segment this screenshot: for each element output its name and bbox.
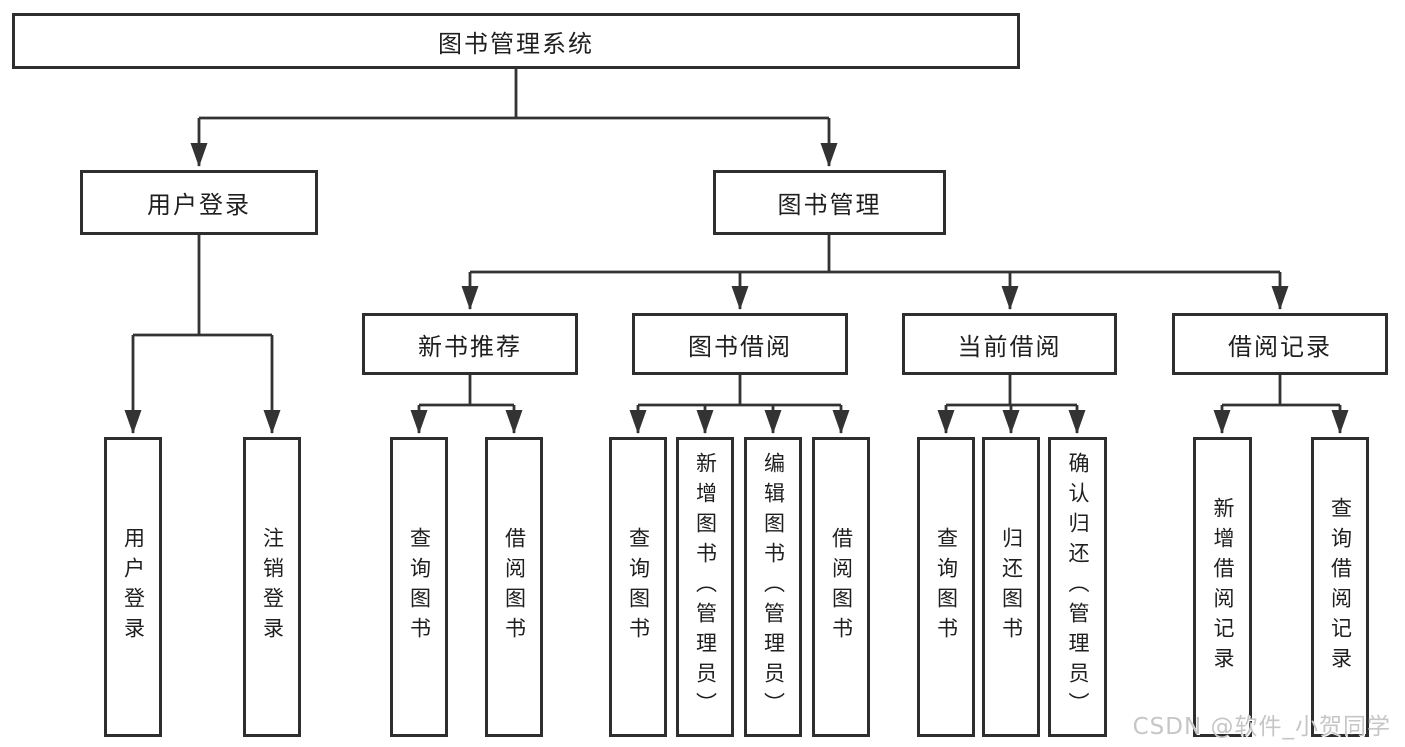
node-label: 查询借阅记录 [1328, 497, 1353, 677]
node-label: 图书借阅 [688, 332, 792, 361]
node-label: 当前借阅 [957, 332, 1062, 361]
node-borrow-books-recommend: 借阅图书 [485, 437, 543, 737]
node-add-books-admin: 新增图书（管理员） [676, 437, 734, 737]
node-label: 归还图书 [999, 527, 1024, 647]
node-query-books-current: 查询图书 [917, 437, 975, 737]
node-query-books-borrowing: 查询图书 [609, 437, 667, 737]
node-query-borrow-record: 查询借阅记录 [1311, 437, 1369, 737]
node-return-books: 归还图书 [982, 437, 1040, 737]
csdn-watermark: CSDN @软件_小贺同学 [1132, 714, 1391, 740]
node-label: 新增借阅记录 [1211, 497, 1235, 677]
node-label: 新增图书（管理员） [693, 452, 718, 722]
node-new-book-recommendation: 新书推荐 [362, 313, 578, 375]
node-logout: 注销登录 [243, 437, 301, 737]
node-label: 查询图书 [626, 527, 651, 647]
node-edit-books-admin: 编辑图书（管理员） [744, 437, 802, 737]
node-label: 用户登录 [147, 191, 251, 219]
node-label: 借阅记录 [1228, 332, 1332, 361]
node-label: 图书管理系统 [438, 29, 594, 58]
node-user-login: 用户登录 [80, 170, 318, 235]
node-book-management: 图书管理 [713, 170, 946, 235]
node-label: 借阅图书 [502, 527, 527, 647]
node-confirm-return-admin: 确认归还（管理员） [1048, 437, 1107, 737]
node-book-borrowing: 图书借阅 [632, 313, 848, 375]
node-label: 借阅图书 [829, 527, 854, 647]
node-current-borrowing: 当前借阅 [902, 313, 1117, 375]
node-label: 注销登录 [260, 527, 285, 647]
node-label: 新书推荐 [418, 332, 522, 361]
node-label: 确认归还（管理员） [1066, 452, 1090, 722]
node-label: 图书管理 [777, 191, 882, 219]
node-label: 编辑图书（管理员） [761, 452, 786, 722]
node-borrow-books: 借阅图书 [812, 437, 870, 737]
node-label: 查询图书 [934, 527, 959, 647]
node-query-books-recommend: 查询图书 [390, 437, 448, 737]
node-label: 查询图书 [407, 527, 432, 647]
node-label: 用户登录 [121, 527, 146, 647]
node-book-management-system: 图书管理系统 [12, 13, 1020, 69]
node-user-login-leaf: 用户登录 [104, 437, 162, 737]
node-borrowing-records: 借阅记录 [1172, 313, 1388, 375]
node-add-borrow-record: 新增借阅记录 [1193, 437, 1252, 737]
